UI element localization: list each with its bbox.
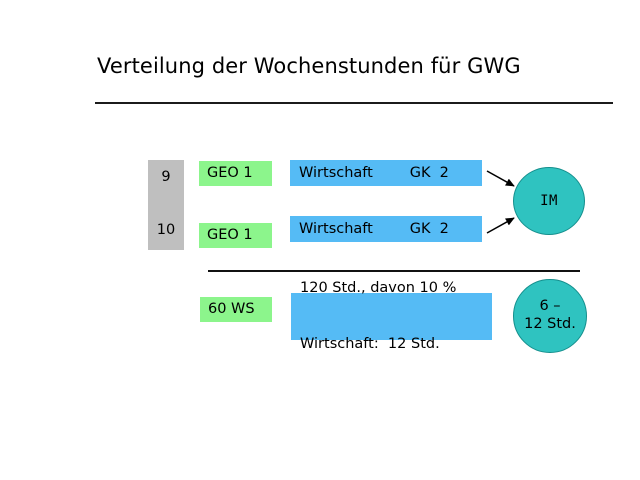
grade-label-10: 10 (156, 222, 176, 238)
total-hours-box: 60 WS (200, 297, 272, 322)
summary-detail-box: 120 Std., davon 10 % Wirtschaft: 12 Std. (291, 280, 492, 352)
course-box-row-2: Wirtschaft GK 2 (290, 216, 482, 242)
course-box-row-1: Wirtschaft GK 2 (290, 160, 482, 186)
title-divider (95, 102, 613, 104)
summary-detail-line-2: Wirtschaft: 12 Std. (300, 336, 440, 353)
summary-detail-line-1: 120 Std., davon 10 % (300, 280, 457, 297)
hours-range-circle: 6 – 12 Std. (513, 279, 587, 353)
grade-column: 9 10 (148, 160, 184, 250)
hours-range-line-1: 6 – (539, 298, 561, 315)
arrow-row1-to-im-icon (486, 170, 515, 187)
section-divider (208, 270, 580, 272)
arrow-row2-to-im-icon (486, 217, 515, 234)
subject-box-row-1: GEO 1 (199, 161, 272, 186)
grade-label-9: 9 (161, 169, 171, 185)
hours-range-line-2: 12 Std. (524, 316, 576, 332)
subject-box-row-2: GEO 1 (199, 223, 272, 248)
im-circle: IM (513, 167, 585, 235)
im-circle-label: IM (540, 193, 558, 209)
page-title: Verteilung der Wochenstunden für GWG (97, 54, 521, 78)
